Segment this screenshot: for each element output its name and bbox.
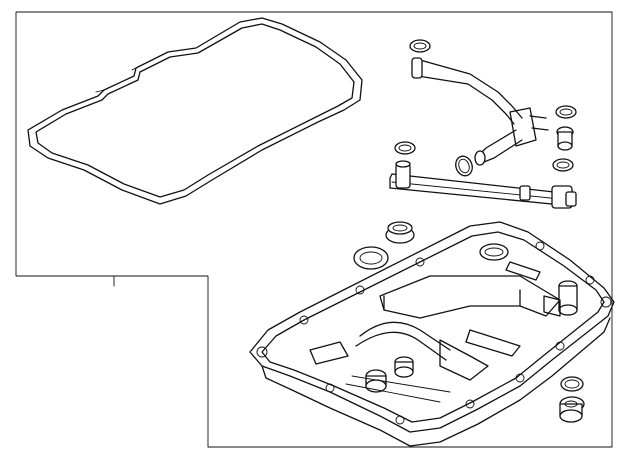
- o-ring-icon: [394, 141, 416, 155]
- oil-tube: [389, 160, 577, 209]
- oil-pan: [249, 221, 615, 447]
- o-ring-icon: [555, 105, 577, 119]
- drain-plug: [385, 221, 415, 244]
- plug-icon: [559, 396, 585, 423]
- suction-tube: [411, 57, 549, 166]
- o-ring-icon: [353, 246, 389, 270]
- o-ring-icon: [552, 158, 574, 172]
- o-ring-icon: [560, 376, 584, 392]
- plug-icon: [556, 126, 574, 151]
- callout-frame: [15, 11, 613, 448]
- o-ring-icon: [409, 39, 431, 53]
- o-rings: [353, 39, 584, 392]
- o-ring-icon: [455, 155, 473, 177]
- pan-gasket: [27, 17, 363, 205]
